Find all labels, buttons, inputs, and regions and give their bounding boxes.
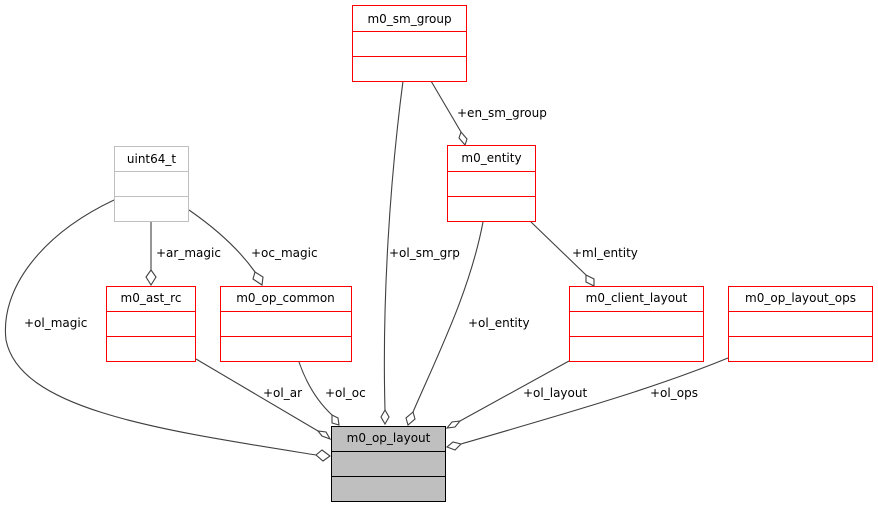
edge-label-ol-magic: +ol_magic (24, 316, 87, 330)
node-uint64-t: uint64_t (114, 146, 189, 222)
aggregation-diamond-icon (445, 441, 463, 451)
node-title: m0_ast_rc (121, 291, 182, 305)
node-m0-client-layout[interactable]: m0_client_layout (569, 286, 704, 362)
edge-ol-ops: +ol_ops (445, 357, 729, 451)
edge-ol-magic: +ol_magic (4, 199, 331, 462)
edge-ol-ar: +ol_ar (195, 358, 332, 441)
node-m0-ast-rc[interactable]: m0_ast_rc (106, 286, 196, 362)
node-title: m0_sm_group (367, 12, 451, 26)
node-m0-op-layout: m0_op_layout (331, 426, 446, 502)
edge-ol-sm-grp: +ol_sm_grp (380, 80, 460, 426)
node-title: uint64_t (127, 152, 177, 166)
edge-label-ar-magic: +ar_magic (156, 246, 221, 260)
aggregation-diamond-icon (405, 411, 416, 426)
node-title: m0_op_layout_ops (745, 291, 856, 305)
edge-en-sm-group: +en_sm_group (430, 80, 547, 147)
aggregation-diamond-icon (445, 420, 462, 429)
edge-oc-magic: +oc_magic (188, 209, 318, 286)
edge-label-ol-oc: +ol_oc (325, 386, 366, 400)
edge-label-en-sm-group: +en_sm_group (457, 106, 547, 120)
edge-label-ml-entity: +ml_entity (572, 246, 638, 260)
aggregation-diamond-icon (331, 414, 340, 426)
aggregation-diamond-icon (145, 269, 157, 287)
aggregation-diamond-icon (252, 271, 264, 286)
edge-label-ol-ops: +ol_ops (650, 386, 698, 400)
aggregation-diamond-icon (380, 408, 390, 426)
edge-ol-layout: +ol_layout (445, 360, 587, 429)
node-title: m0_op_common (236, 291, 335, 305)
edge-ml-entity: +ml_entity (530, 221, 638, 287)
node-m0-op-common[interactable]: m0_op_common (220, 286, 352, 362)
edge-label-ol-entity: +ol_entity (468, 316, 530, 330)
node-m0-op-layout-ops[interactable]: m0_op_layout_ops (728, 286, 873, 362)
node-title: m0_client_layout (586, 291, 688, 305)
node-title: m0_entity (461, 151, 521, 165)
edge-label-ol-ar: +ol_ar (263, 386, 302, 400)
aggregation-diamond-icon (316, 430, 332, 441)
node-m0-entity[interactable]: m0_entity (447, 145, 536, 222)
aggregation-diamond-icon (458, 130, 468, 147)
node-m0-sm-group[interactable]: m0_sm_group (352, 5, 467, 82)
edge-ol-entity: +ol_entity (405, 221, 530, 426)
edge-label-oc-magic: +oc_magic (251, 246, 318, 260)
edge-label-ol-layout: +ol_layout (523, 386, 587, 400)
edge-ar-magic: +ar_magic (145, 222, 221, 287)
edge-label-ol-sm-grp: +ol_sm_grp (389, 246, 460, 260)
aggregation-diamond-icon (585, 274, 595, 287)
edge-ol-oc: +ol_oc (298, 361, 366, 426)
aggregation-diamond-icon (315, 449, 331, 462)
node-title: m0_op_layout (347, 431, 431, 445)
